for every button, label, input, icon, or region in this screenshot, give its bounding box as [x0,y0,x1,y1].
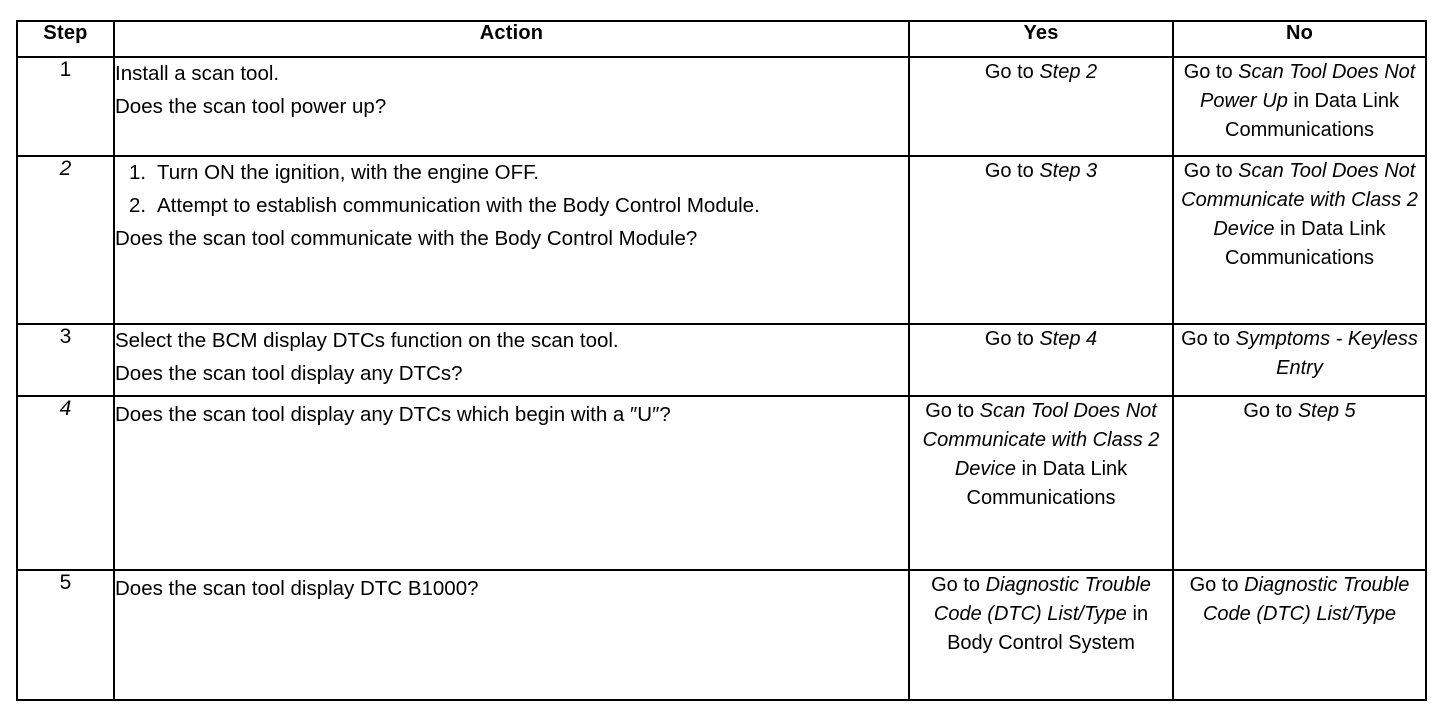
action-cell: Does the scan tool display DTC B1000? [113,569,910,701]
result-text: Go to Step 2 [984,61,1098,83]
reference-title: Scan Tool Does Not Power Up [1200,61,1416,112]
step-number-cell: 1 [16,56,115,157]
reference-title: Step 3 [1039,160,1098,182]
no-result-cell: Go to Symptoms - Keyless Entry [1172,323,1427,397]
action-question: Does the scan tool display any DTCs? [115,362,463,386]
action-question: Does the scan tool power up? [115,95,387,119]
reference-title: Scan Tool Does Not Communicate with Clas… [922,400,1160,480]
yes-result-cell: Go to Scan Tool Does Not Communicate wit… [908,395,1174,571]
action-step-item: 2.Attempt to establish communication wit… [115,190,908,221]
action-cell: Install a scan tool. Does the scan tool p… [113,56,910,157]
action-cell: Select the BCM display DTCs function on … [113,323,910,397]
action-step-list: 1.Turn ON the ignition, with the engine … [115,157,908,221]
result-text: Go to Scan Tool Does Not Communicate wit… [922,400,1160,509]
list-marker: 1. [129,161,147,184]
column-header-no: No [1172,20,1427,58]
yes-result-cell: Go to Step 3 [908,155,1174,325]
result-text: Go to Scan Tool Does Not Communicate wit… [1181,160,1418,269]
action-line: Select the BCM display DTCs function on … [115,329,619,352]
list-marker: 2. [129,194,147,218]
yes-result-cell: Go to Diagnostic Trouble Code (DTC) List… [908,569,1174,701]
result-text: Go to Diagnostic Trouble Code (DTC) List… [1189,574,1410,625]
no-result-cell: Go to Diagnostic Trouble Code (DTC) List… [1172,569,1427,701]
reference-title: Step 2 [1039,61,1098,83]
result-text: Go to Step 4 [984,328,1098,350]
reference-title: Diagnostic Trouble Code (DTC) List/Type [933,574,1151,625]
yes-result-cell: Go to Step 4 [908,323,1174,397]
reference-title: Step 4 [1039,328,1098,350]
step-number-cell: 5 [16,569,115,701]
action-line: Install a scan tool. [115,62,280,85]
column-header-yes: Yes [908,20,1174,58]
result-text: Go to Scan Tool Does Not Power Up in Dat… [1183,61,1416,141]
action-question: Does the scan tool display any DTCs whic… [115,403,671,426]
no-result-cell: Go to Scan Tool Does Not Communicate wit… [1172,155,1427,325]
column-header-action: Action [113,20,910,58]
reference-title: Diagnostic Trouble Code (DTC) List/Type [1202,574,1410,625]
reference-title: Scan Tool Does Not Communicate with Clas… [1181,160,1418,240]
result-text: Go to Symptoms - Keyless Entry [1181,328,1418,379]
action-cell: Does the scan tool display any DTCs whic… [113,395,910,571]
result-text: Go to Step 5 [1243,400,1356,422]
result-text: Go to Diagnostic Trouble Code (DTC) List… [931,574,1151,654]
action-question: Does the scan tool display DTC B1000? [115,577,479,600]
table-header: Step Action Yes No [16,20,1427,58]
action-cell: 1.Turn ON the ignition, with the engine … [113,155,910,325]
step-number-cell: 4 [16,395,115,571]
reference-title: Step 5 [1297,400,1356,422]
step-number-cell: 2 [16,155,115,325]
reference-title: Symptoms - Keyless Entry [1235,328,1418,379]
result-text: Go to Step 3 [984,160,1098,182]
column-header-step: Step [16,20,115,58]
no-result-cell: Go to Scan Tool Does Not Power Up in Dat… [1172,56,1427,157]
yes-result-cell: Go to Step 2 [908,56,1174,157]
step-number-cell: 3 [16,323,115,397]
action-step-item: 1.Turn ON the ignition, with the engine … [115,157,908,188]
no-result-cell: Go to Step 5 [1172,395,1427,571]
table-header-row: Step Action Yes No [16,20,1427,58]
action-question: Does the scan tool communicate with the … [115,227,698,251]
